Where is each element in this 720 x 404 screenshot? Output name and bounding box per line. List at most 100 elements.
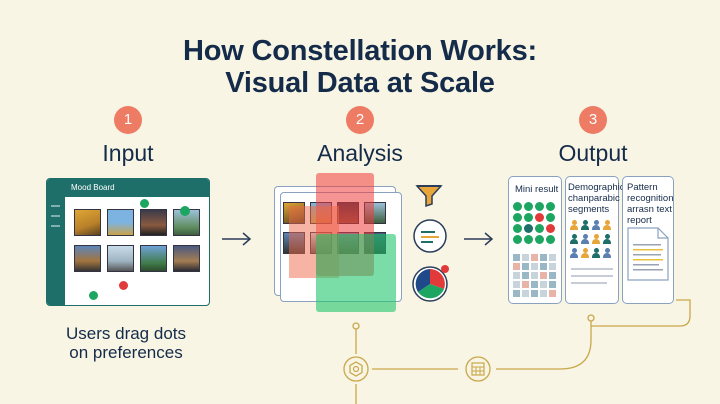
green-highlight-overlay — [316, 234, 396, 312]
list-icon — [413, 219, 447, 253]
person-icon — [603, 248, 611, 258]
person-icon — [581, 220, 589, 230]
person-icon — [592, 234, 600, 244]
heatmap-cell — [531, 290, 538, 297]
image-thumbnail[interactable] — [107, 209, 134, 236]
result-dot — [546, 213, 555, 222]
result-dot — [513, 235, 522, 244]
step-3-label: Output — [558, 140, 628, 166]
result-dot — [535, 224, 544, 233]
preference-dot[interactable] — [119, 281, 128, 290]
window-sidebar — [47, 197, 65, 305]
result-dot — [535, 202, 544, 211]
result-dot — [513, 202, 522, 211]
result-dot — [546, 235, 555, 244]
sidebar-item[interactable] — [51, 215, 60, 217]
window-title-bar: Mood Board — [47, 179, 209, 197]
heatmap-cell — [522, 254, 529, 261]
person-icon — [581, 234, 589, 244]
result-dot — [513, 213, 522, 222]
image-thumbnail[interactable] — [140, 245, 167, 272]
heatmap-cell — [540, 272, 547, 279]
heatmap-cell — [531, 254, 538, 261]
image-thumbnail[interactable] — [74, 245, 101, 272]
text-line — [571, 275, 613, 277]
person-icon — [570, 234, 578, 244]
hexagon-nut-icon — [343, 356, 369, 382]
input-caption-line-2: on preferences — [69, 343, 183, 362]
title-line-2: Visual Data at Scale — [225, 67, 495, 99]
image-thumbnail[interactable] — [140, 209, 167, 236]
result-dot — [535, 235, 544, 244]
result-dot — [524, 213, 533, 222]
filter-icon — [415, 185, 443, 208]
person-icon — [603, 234, 611, 244]
heatmap-cell — [513, 272, 520, 279]
heatmap-cell — [522, 272, 529, 279]
image-thumbnail[interactable] — [74, 209, 101, 236]
heatmap-cell — [549, 272, 556, 279]
heatmap-cell — [549, 281, 556, 288]
result-dot — [513, 224, 522, 233]
arrow-right-icon — [464, 232, 494, 246]
heatmap-cell — [540, 263, 547, 270]
pie-chart-icon — [412, 265, 449, 302]
heatmap-cell — [531, 272, 538, 279]
heatmap-cell — [513, 263, 520, 270]
person-icon — [603, 220, 611, 230]
heatmap-cell — [549, 263, 556, 270]
preference-dot[interactable] — [89, 291, 98, 300]
person-icon — [581, 248, 589, 258]
result-dot — [546, 202, 555, 211]
person-icon — [570, 220, 578, 230]
result-dot — [524, 202, 533, 211]
demographic-title-line-1: Demographic — [568, 182, 625, 193]
text-line — [571, 282, 607, 284]
image-thumbnail[interactable] — [173, 245, 200, 272]
input-caption-line-1: Users drag dots — [66, 324, 186, 343]
arrow-right-icon — [222, 232, 252, 246]
calendar-grid-icon — [465, 356, 491, 382]
result-dot — [524, 224, 533, 233]
report-document-icon — [627, 227, 669, 281]
person-icon — [570, 248, 578, 258]
mood-board-window[interactable]: Mood Board — [46, 178, 210, 306]
step-2-badge: 2 — [346, 106, 374, 134]
heatmap-cell — [540, 281, 547, 288]
window-title: Mood Board — [71, 183, 115, 192]
heatmap-cell — [549, 254, 556, 261]
result-dot — [546, 224, 555, 233]
heatmap-cell — [522, 281, 529, 288]
person-icon — [592, 220, 600, 230]
image-thumbnail[interactable] — [107, 245, 134, 272]
heatmap-cell — [540, 254, 547, 261]
step-1-badge: 1 — [114, 106, 142, 134]
title-line-1: How Constellation Works: — [183, 35, 537, 67]
heatmap-cell — [540, 290, 547, 297]
step-1-label: Input — [102, 140, 154, 166]
mini-result-title: Mini result — [515, 184, 559, 195]
result-dot — [524, 235, 533, 244]
text-line — [571, 268, 613, 270]
heatmap-cell — [522, 263, 529, 270]
result-dot — [535, 213, 544, 222]
preference-dot[interactable] — [140, 199, 149, 208]
heatmap-cell — [513, 290, 520, 297]
preference-dot[interactable] — [180, 206, 190, 216]
heatmap-cell — [513, 281, 520, 288]
sidebar-item[interactable] — [51, 225, 60, 227]
step-2-label: Analysis — [317, 140, 403, 166]
pattern-title-line-1: Pattern — [627, 182, 658, 193]
demographic-title-line-3: segments — [568, 204, 610, 215]
step-3-badge: 3 — [579, 106, 607, 134]
heatmap-cell — [549, 290, 556, 297]
heatmap-cell — [531, 263, 538, 270]
heatmap-cell — [513, 254, 520, 261]
pattern-title-line-2: recognition — [627, 193, 674, 204]
heatmap-cell — [531, 281, 538, 288]
sidebar-item[interactable] — [51, 205, 60, 207]
heatmap-cell — [522, 290, 529, 297]
pattern-title-line-4: report — [627, 215, 652, 226]
demographic-title-line-2: chanparabic — [568, 193, 620, 204]
pattern-title-line-3: arrasn text — [627, 204, 672, 215]
